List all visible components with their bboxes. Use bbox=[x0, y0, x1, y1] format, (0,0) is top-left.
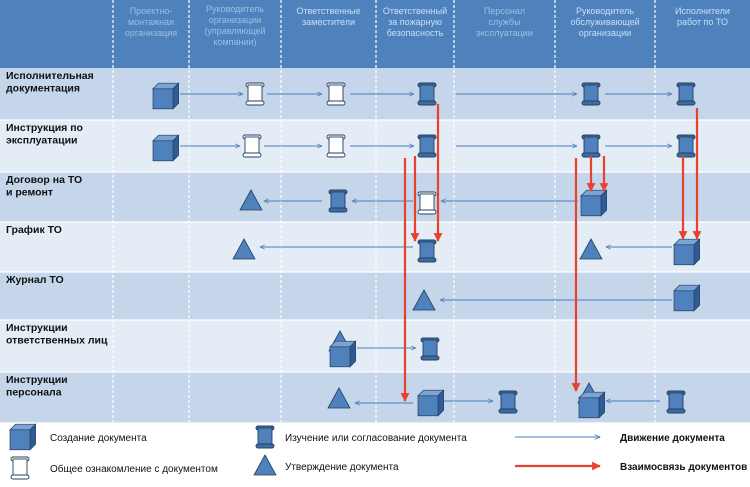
triangle-icon bbox=[239, 189, 263, 211]
header-band bbox=[0, 0, 750, 68]
row-band bbox=[0, 372, 750, 422]
scroll-icon bbox=[328, 189, 348, 213]
scroll-icon bbox=[676, 134, 696, 158]
cube-icon bbox=[673, 238, 701, 266]
scroll-icon bbox=[417, 239, 437, 263]
triangle-icon bbox=[253, 454, 277, 476]
legend-acquaint-label: Общее ознакомление с документом bbox=[50, 463, 218, 475]
row-band bbox=[0, 320, 750, 372]
row-band bbox=[0, 172, 750, 222]
cube-icon bbox=[152, 134, 180, 162]
row-band bbox=[0, 272, 750, 320]
triangle-icon bbox=[327, 387, 351, 409]
white-scroll-icon bbox=[326, 134, 346, 158]
white-scroll-icon bbox=[10, 456, 30, 480]
white-scroll-icon bbox=[242, 134, 262, 158]
row-label: Журнал ТО bbox=[5, 274, 64, 286]
cube-icon bbox=[580, 189, 608, 217]
cube-icon bbox=[673, 284, 701, 312]
legend-create-label: Создание документа bbox=[50, 433, 147, 444]
triangle-icon bbox=[412, 289, 436, 311]
cube-icon bbox=[417, 389, 445, 417]
row-label: График ТО bbox=[6, 224, 62, 236]
cube-icon bbox=[9, 423, 37, 451]
legend-relation-label: Взаимосвязь документов bbox=[620, 462, 747, 473]
white-scroll-icon bbox=[245, 82, 265, 106]
triangle-icon bbox=[232, 238, 256, 260]
scroll-icon bbox=[417, 82, 437, 106]
cube-icon bbox=[152, 82, 180, 110]
scroll-icon bbox=[581, 82, 601, 106]
cube-icon bbox=[578, 391, 606, 419]
scroll-icon bbox=[676, 82, 696, 106]
legend-review-label: Изучение или согласование документа bbox=[285, 433, 467, 444]
scroll-icon bbox=[498, 390, 518, 414]
scroll-icon bbox=[255, 425, 275, 449]
white-scroll-icon bbox=[326, 82, 346, 106]
legend-movement-label: Движение документа bbox=[620, 433, 725, 444]
triangle-icon bbox=[579, 238, 603, 260]
cube-icon bbox=[329, 340, 357, 368]
white-scroll-icon bbox=[417, 191, 437, 215]
scroll-icon bbox=[420, 337, 440, 361]
scroll-icon bbox=[666, 390, 686, 414]
legend-approve-label: Утверждение документа bbox=[285, 462, 399, 473]
scroll-icon bbox=[581, 134, 601, 158]
scroll-icon bbox=[417, 134, 437, 158]
